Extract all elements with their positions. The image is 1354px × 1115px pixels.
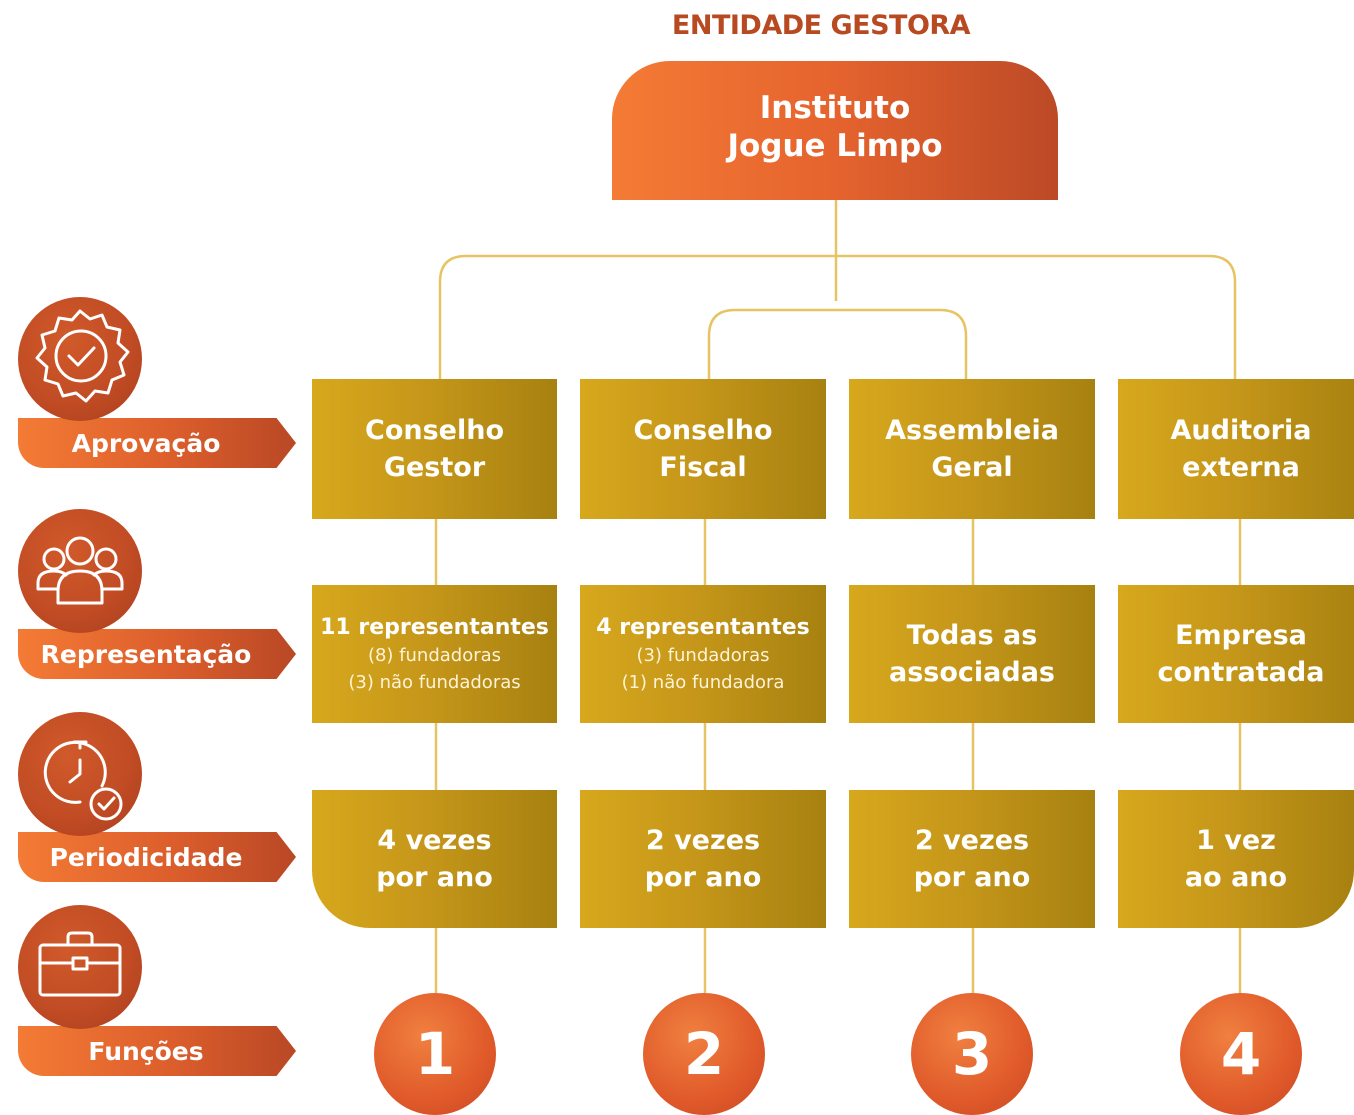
- periodicity-box-2: 2 vezes por ano: [580, 790, 826, 928]
- body-box-2: Conselho Fiscal: [580, 379, 826, 519]
- periodicity-line: 2 vezes: [645, 825, 761, 856]
- representation-box-4: Empresa contratada: [1118, 585, 1354, 723]
- representation-main: 4 representantes: [596, 614, 810, 640]
- body-box-1: Conselho Gestor: [312, 379, 557, 519]
- row-label-text: Periodicidade: [49, 842, 243, 872]
- function-number-2: 2: [643, 993, 765, 1115]
- representation-sub: (3) não fundadoras: [348, 671, 521, 693]
- body-box-line: Conselho: [365, 415, 504, 446]
- representation-box-3: Todas as associadas: [849, 585, 1095, 723]
- row-label-text: Representação: [40, 639, 252, 669]
- function-number-1: 1: [374, 993, 496, 1115]
- periodicity-box-3: 2 vezes por ano: [849, 790, 1095, 928]
- representation-box-1: 11 representantes (8) fundadoras (3) não…: [312, 585, 557, 723]
- periodicity-line: por ano: [913, 862, 1031, 893]
- representation-line: associadas: [888, 657, 1055, 688]
- periodicity-line: por ano: [376, 862, 493, 893]
- periodicity-box-4: 1 vez ao ano: [1118, 790, 1354, 928]
- representation-line: contratada: [1157, 657, 1325, 688]
- body-box-3: Assembleia Geral: [849, 379, 1095, 519]
- representation-line: Empresa: [1175, 620, 1307, 651]
- function-number-4: 4: [1180, 993, 1302, 1115]
- representation-sub: (8) fundadoras: [367, 644, 502, 666]
- periodicity-line: 4 vezes: [377, 825, 492, 856]
- approval-seal-icon: [18, 297, 142, 421]
- body-box-line: Auditoria: [1170, 415, 1312, 446]
- row-label-periodicity: Periodicidade: [18, 832, 296, 882]
- periodicity-box-1: 4 vezes por ano: [312, 790, 557, 928]
- root-entity-line1: Instituto: [759, 89, 911, 126]
- representation-box-2: 4 representantes (3) fundadoras (1) não …: [580, 585, 826, 723]
- body-box-line: Geral: [931, 452, 1013, 483]
- body-box-line: Conselho: [633, 415, 773, 446]
- row-label-text: Funções: [88, 1036, 204, 1066]
- representation-line: Todas as: [906, 620, 1038, 651]
- root-entity-box: Instituto Jogue Limpo: [612, 61, 1058, 200]
- group-people-icon: [18, 509, 142, 633]
- row-label-text: Aprovação: [71, 428, 221, 458]
- clock-check-icon: [18, 712, 142, 836]
- periodicity-line: 2 vezes: [914, 825, 1030, 856]
- row-label-representation: Representação: [18, 629, 296, 679]
- periodicity-line: 1 vez: [1196, 825, 1276, 856]
- entity-header: ENTIDADE GESTORA: [671, 10, 971, 41]
- body-box-line: externa: [1182, 452, 1300, 483]
- body-box-4: Auditoria externa: [1118, 379, 1354, 519]
- row-label-functions: Funções: [18, 1026, 296, 1076]
- function-number-3: 3: [911, 993, 1033, 1115]
- root-entity-line2: Jogue Limpo: [727, 127, 943, 164]
- body-box-line: Assembleia: [885, 415, 1059, 446]
- periodicity-line: ao ano: [1184, 862, 1288, 893]
- body-box-line: Gestor: [383, 452, 486, 483]
- representation-sub: (1) não fundadora: [621, 671, 785, 693]
- row-label-approval: Aprovação: [18, 418, 296, 468]
- briefcase-icon: [18, 905, 142, 1029]
- periodicity-line: por ano: [644, 862, 762, 893]
- representation-main: 11 representantes: [320, 614, 549, 640]
- representation-sub: (3) fundadoras: [636, 644, 770, 666]
- body-box-line: Fiscal: [659, 452, 747, 483]
